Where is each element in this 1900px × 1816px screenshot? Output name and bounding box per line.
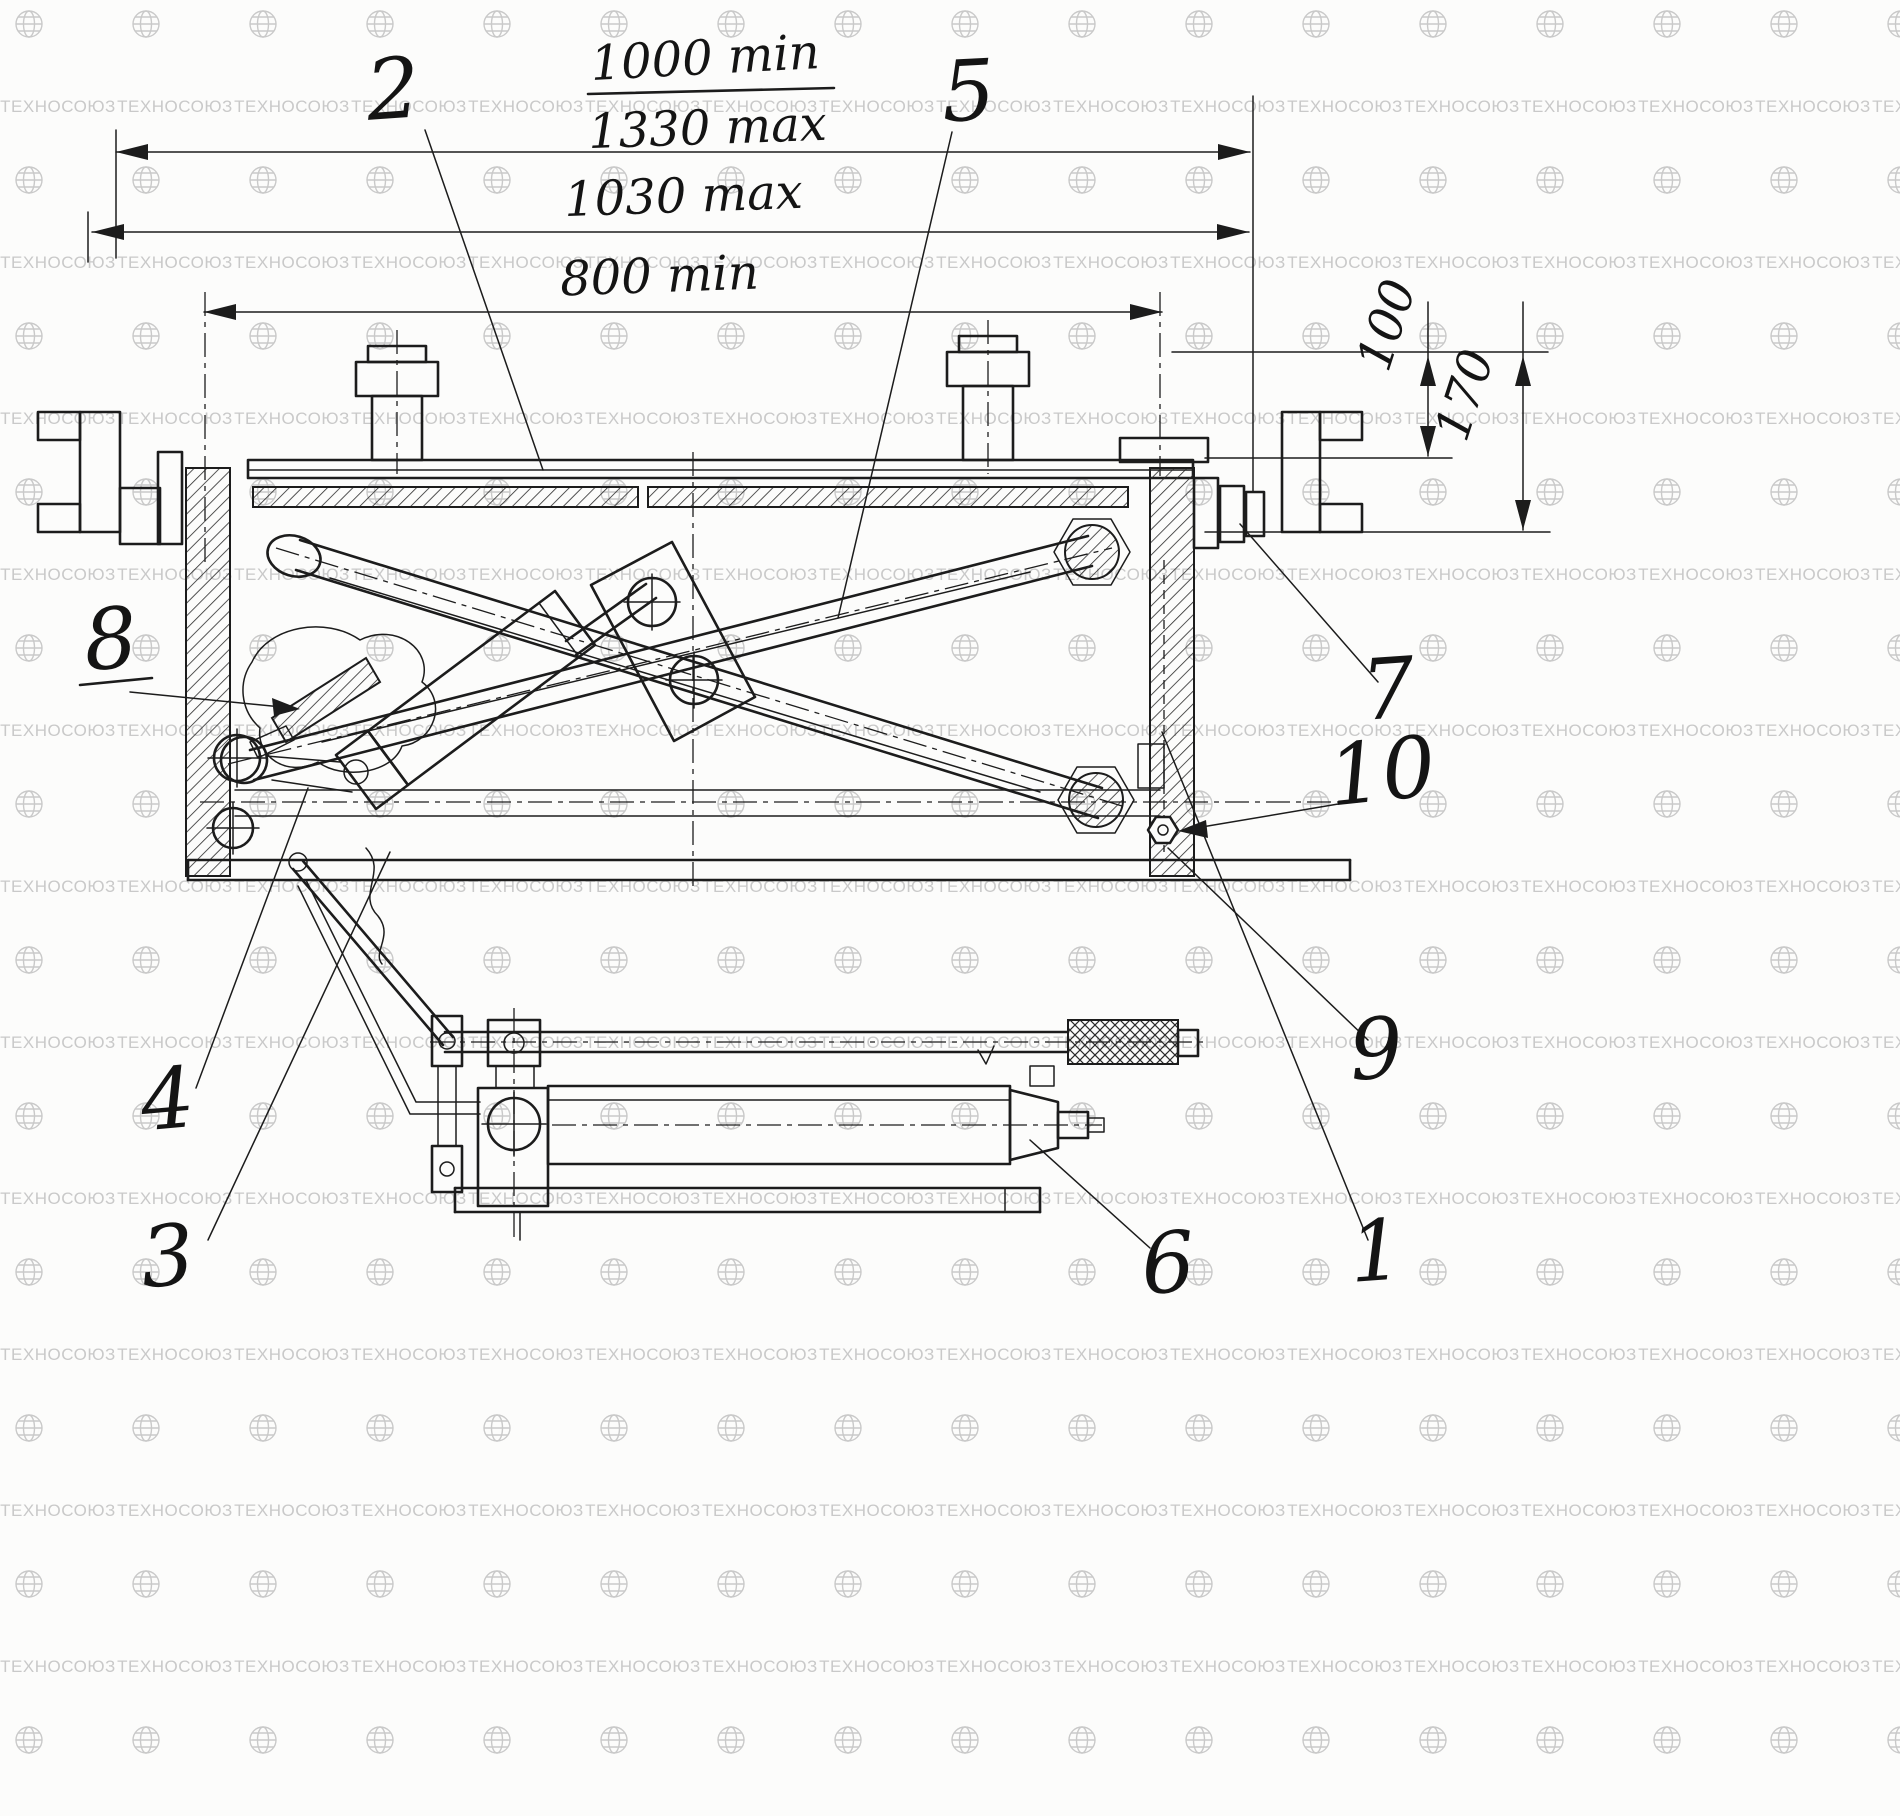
machine-drawing (36, 292, 1364, 1242)
callout-2: 2 (362, 38, 423, 140)
dim-800min-label: 800 min (559, 245, 759, 308)
callout-5: 5 (939, 41, 998, 142)
base-frame (186, 789, 1352, 965)
left-pivots (206, 728, 267, 855)
handle-grip (1067, 1019, 1179, 1065)
dim-1330max-label: 1330 max (587, 96, 827, 160)
callout-3: 3 (137, 1205, 199, 1307)
scissor-arm-upper (266, 534, 1135, 834)
callout-1: 1 (1346, 1200, 1406, 1301)
dimension-1030: 1030 max (91, 164, 1250, 240)
callout-4: 4 (136, 1048, 199, 1150)
callout-8: 8 (80, 588, 142, 690)
dim-1030max-label: 1030 max (563, 164, 803, 228)
dim-1000min-label: 1000 min (589, 24, 821, 92)
right-clamp-bolt (945, 334, 1031, 462)
right-side-wall (1118, 410, 1364, 877)
callout-9: 9 (1346, 998, 1406, 1099)
main-hydraulic-cylinder (546, 1045, 1105, 1166)
callout-10: 10 (1324, 717, 1441, 826)
pin (270, 656, 382, 744)
dimension-top: 1000 min 1330 max (115, 24, 1251, 160)
callout-6: 6 (1138, 1212, 1198, 1313)
base-plate (453, 1186, 1042, 1241)
part-callouts: 2 5 8 7 10 9 1 6 4 3 (78, 38, 1441, 1314)
pin-detail-region (242, 626, 437, 773)
dimension-800: 800 min (203, 245, 1163, 320)
callout-7: 7 (1358, 638, 1419, 740)
pump-lever (288, 852, 481, 1115)
platform-top-plate (246, 458, 1195, 508)
lift-hydraulic-cylinder (265, 582, 658, 811)
left-side-wall (36, 410, 231, 877)
pump-handle-rod (430, 1014, 1200, 1194)
hex-nut (1146, 815, 1180, 845)
left-clamp-bolt (354, 344, 440, 462)
dimension-annotations: 1000 min 1330 max 1030 max 800 min (87, 24, 1551, 533)
